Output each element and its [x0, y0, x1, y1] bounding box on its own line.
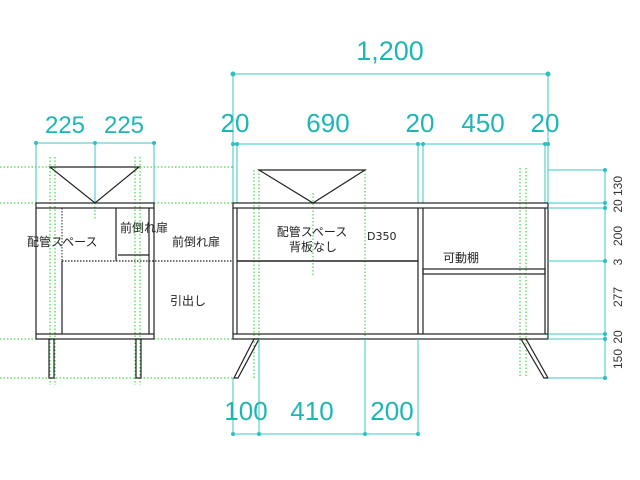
dim-right-5: 20: [611, 330, 625, 344]
dim-right-3: 3: [611, 258, 625, 265]
annotations: 配管スペース 前倒れ扉 前倒れ扉 引出し 配管スペース 背板なし D350 可動…: [27, 220, 479, 308]
dim-top-0: 20: [221, 108, 250, 138]
label-adjustable-shelf: 可動棚: [443, 250, 479, 265]
dim-bottom-1: 410: [290, 396, 333, 426]
dimension-top-segments: 20 690 20 450 20: [221, 108, 560, 203]
label-drawer: 引出し: [170, 294, 206, 308]
dim-side-1: 225: [104, 112, 144, 139]
dim-top-1: 690: [306, 108, 349, 138]
dim-total-width: 1,200: [356, 36, 424, 66]
dim-bottom-0: 100: [224, 396, 267, 426]
leg-left: [233, 338, 261, 379]
side-view: [35, 166, 233, 379]
label-no-back-panel: 背板なし: [289, 240, 337, 254]
dim-bottom-2: 200: [370, 396, 413, 426]
dim-right-2: 200: [611, 226, 625, 246]
dim-right-0: 130: [611, 176, 625, 196]
dim-right-1: 20: [611, 199, 625, 213]
dim-top-2: 20: [406, 108, 435, 138]
label-side-piping-space: 配管スペース: [27, 234, 98, 249]
dim-top-4: 20: [531, 108, 560, 138]
dim-side-0: 225: [45, 112, 85, 139]
dimension-right: 130 20 200 3 277 20 150: [548, 168, 625, 380]
leg-right: [519, 338, 550, 379]
front-view: [232, 169, 550, 379]
dim-right-4: 277: [611, 287, 625, 307]
guide-lines: [0, 157, 527, 385]
dimension-bottom: 100 410 200: [224, 339, 420, 436]
dim-right-6: 150: [611, 349, 625, 369]
label-door: 前倒れ扉: [172, 234, 220, 249]
label-side-door: 前倒れ扉: [120, 220, 168, 235]
dimension-total: 1,200: [230, 36, 551, 203]
dim-top-3: 450: [461, 108, 504, 138]
label-depth: D350: [367, 230, 396, 243]
dimension-side: 225 225: [34, 112, 156, 203]
label-piping-space: 配管スペース: [277, 224, 348, 239]
